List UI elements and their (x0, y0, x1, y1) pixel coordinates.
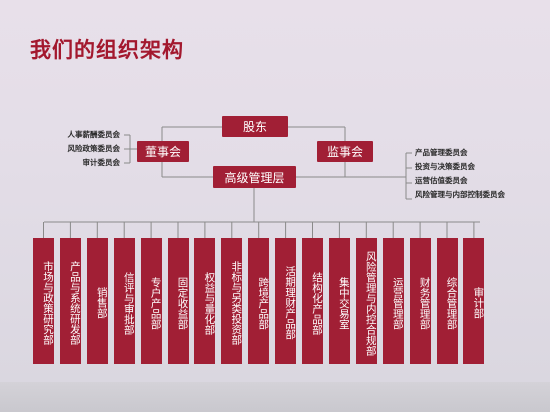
department-box: 销售部 (86, 238, 108, 364)
committee-item: 风险政策委员会 (67, 144, 121, 153)
board-committee-list: 人事薪酬委员会 风险政策委员会 审计委员会 (44, 128, 121, 170)
page-title: 我们的组织架构 (30, 38, 184, 62)
department-box: 运营管理部 (382, 238, 404, 364)
department-box: 专户产品部 (140, 238, 162, 364)
committee-item: 产品管理委员会 (415, 148, 468, 157)
shareholders-box: 股东 (222, 116, 288, 137)
supervisory-box: 监事会 (317, 141, 373, 162)
management-box: 高级管理层 (213, 166, 296, 188)
department-box: 权益与量化部 (194, 238, 216, 364)
committee-item: 风险管理与内部控制委员会 (415, 190, 505, 199)
department-box: 固定收益部 (167, 238, 189, 364)
department-box: 审计部 (463, 238, 485, 364)
department-box: 市场与政策研究部 (33, 238, 54, 364)
department-box: 信评与审批部 (113, 238, 135, 364)
department-box: 风险管理与内控合规部 (355, 238, 377, 364)
department-box: 综合管理部 (436, 238, 458, 364)
department-box: 活期理财产品部 (275, 238, 297, 364)
committee-item: 人事薪酬委员会 (67, 130, 121, 139)
department-box: 财务管理部 (409, 238, 431, 364)
department-box: 跨境产品部 (248, 238, 270, 364)
management-committee-list: 产品管理委员会 投资与决策委员会 运营估值委员会 风险管理与内部控制委员会 (415, 146, 505, 202)
department-box: 结构化产品部 (302, 238, 323, 364)
board-box: 董事会 (137, 141, 189, 162)
department-box: 集中交易室 (328, 238, 350, 364)
committee-item: 投资与决策委员会 (415, 162, 475, 171)
department-box: 非标与另类投资部 (221, 238, 243, 364)
committee-item: 运营估值委员会 (415, 176, 468, 185)
committee-item: 审计委员会 (82, 158, 121, 167)
department-box: 产品与系统研发部 (59, 238, 81, 364)
floor-background (0, 382, 550, 412)
